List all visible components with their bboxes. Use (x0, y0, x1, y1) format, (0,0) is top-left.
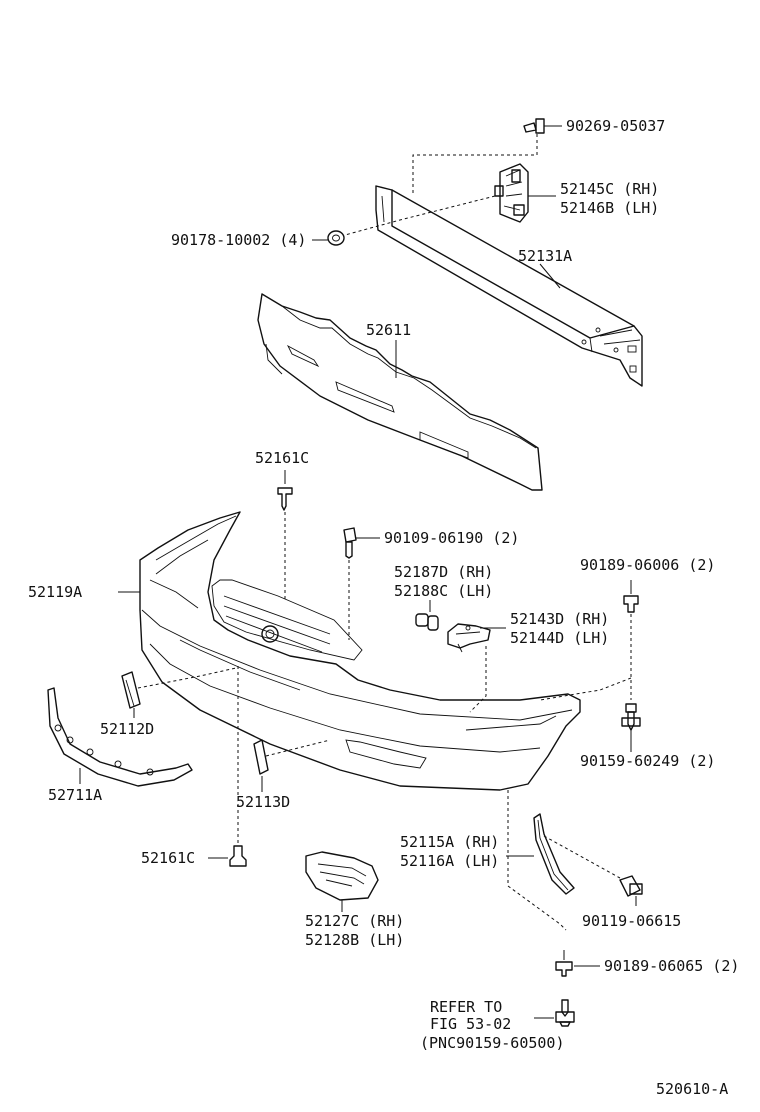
nut-90178-10002[interactable] (312, 230, 345, 246)
label-stay-lh: 52116A (LH) (400, 852, 499, 870)
label-stay-rh: 52115A (RH) (400, 833, 499, 851)
bolt-refer-fig-53-02[interactable] (534, 999, 575, 1027)
diagram-id: 520610-A (656, 1080, 728, 1098)
label-clip-bottom: 52161C (141, 849, 195, 867)
lamp-52187d[interactable] (415, 600, 439, 631)
label-retainer-lh: 52144D (LH) (510, 629, 609, 647)
label-nut: 90178-10002 (4) (171, 231, 306, 249)
pad-52113d[interactable] (253, 739, 269, 775)
label-refer-line1: REFER TO (430, 998, 502, 1016)
label-absorber: 52611 (366, 321, 411, 339)
label-retainer-rh: 52143D (RH) (510, 610, 609, 628)
clip-90189-06065[interactable] (555, 950, 600, 977)
label-bracket-lh: 52146B (LH) (560, 199, 659, 217)
label-molding: 52711A (48, 786, 102, 804)
bracket-52145c[interactable] (494, 163, 529, 223)
stay-52115a[interactable] (533, 813, 575, 895)
cover-52127c[interactable] (305, 851, 379, 912)
label-clip-top: 52161C (255, 449, 309, 467)
label-pad-lower: 52113D (236, 793, 290, 811)
molding-52711a[interactable] (47, 687, 193, 787)
screw-90159-60249[interactable] (621, 703, 641, 752)
label-cover-rh: 52127C (RH) (305, 912, 404, 930)
bolt-90119-06615[interactable] (619, 875, 643, 906)
clip-90189-06006[interactable] (623, 580, 639, 613)
bolt-90269-05037[interactable] (523, 118, 562, 134)
label-lamp-rh: 52187D (RH) (394, 563, 493, 581)
retainer-52143d[interactable] (447, 623, 506, 653)
label-bracket-rh: 52145C (RH) (560, 180, 659, 198)
label-bumper-cover: 52119A (28, 583, 82, 601)
label-clip-stay: 90189-06065 (2) (604, 957, 739, 975)
label-screw-grille: 90109-06190 (2) (384, 529, 519, 547)
clip-52161c-top[interactable] (277, 470, 293, 511)
absorber-52611[interactable] (257, 293, 543, 491)
label-bolt-top: 90269-05037 (566, 117, 665, 135)
label-refer-pnc: (PNC90159-60500) (420, 1034, 565, 1052)
clip-52161c-bottom[interactable] (208, 845, 247, 867)
label-screw-right: 90159-60249 (2) (580, 752, 715, 770)
screw-90109-06190[interactable] (343, 527, 380, 559)
pad-52112d[interactable] (121, 671, 141, 709)
label-pad-left: 52112D (100, 720, 154, 738)
label-cover-lh: 52128B (LH) (305, 931, 404, 949)
label-bolt-stay: 90119-06615 (582, 912, 681, 930)
label-clip-right: 90189-06006 (2) (580, 556, 715, 574)
bumper-cover-52119a[interactable] (139, 511, 581, 791)
label-reinforcement: 52131A (518, 247, 572, 265)
label-lamp-lh: 52188C (LH) (394, 582, 493, 600)
label-refer-line2: FIG 53-02 (430, 1015, 511, 1033)
